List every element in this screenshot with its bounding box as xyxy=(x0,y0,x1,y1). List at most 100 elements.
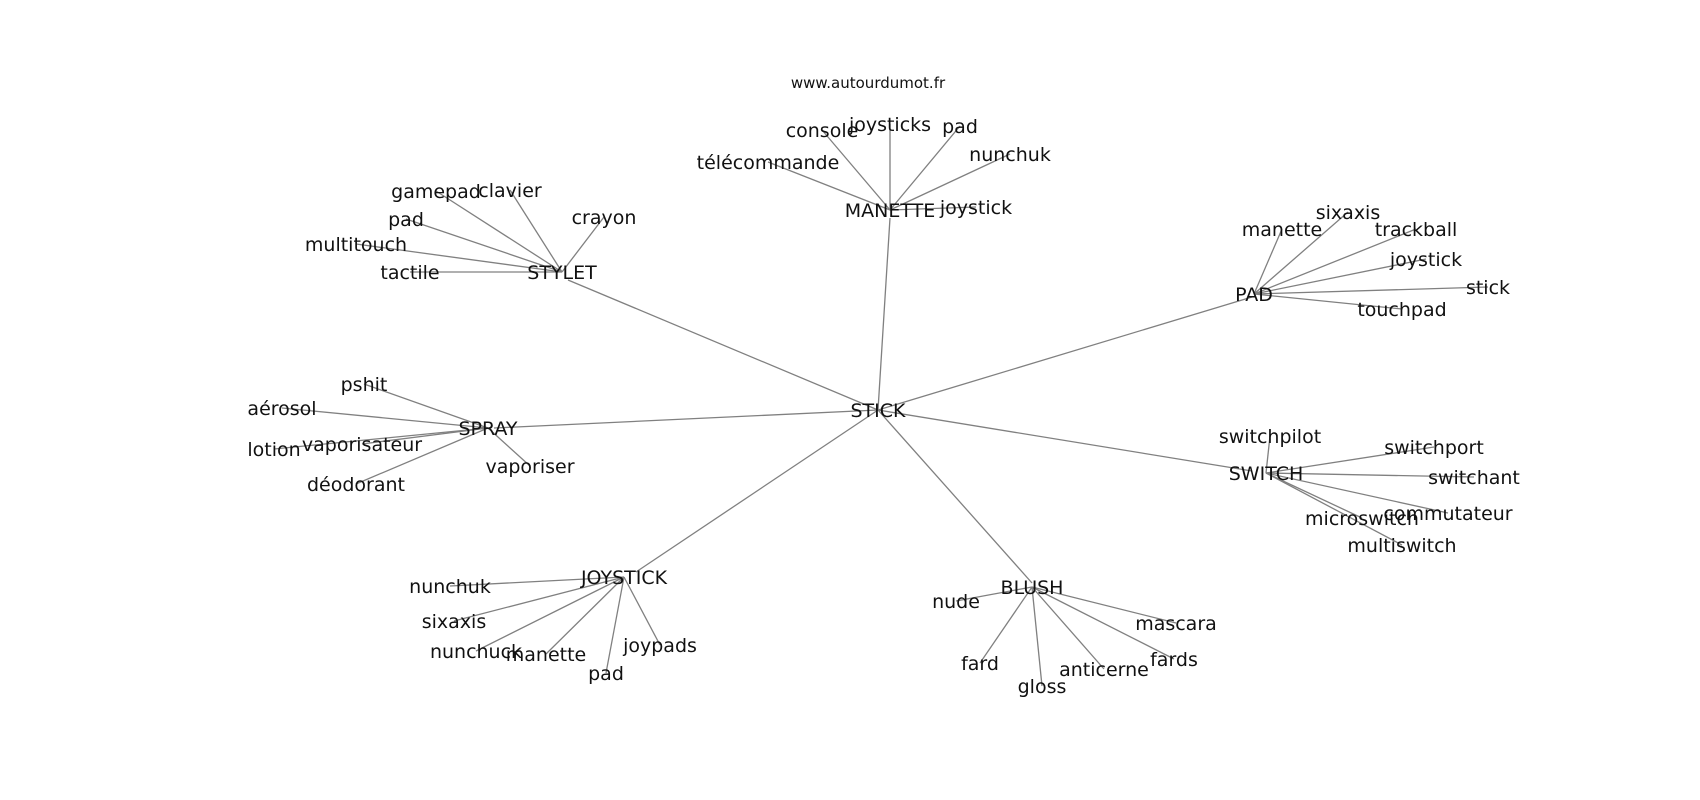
edge-joystick-leaf-4 xyxy=(605,576,625,674)
edge-joystick-leaf-5 xyxy=(623,576,661,646)
edge-pad-leaf-0 xyxy=(1253,228,1283,295)
edge-stick-pad xyxy=(877,296,1253,411)
edges xyxy=(273,124,1489,687)
leaf-node-joystick-4: pad xyxy=(588,663,624,685)
leaf-node-blush-5: gloss xyxy=(1018,676,1067,698)
edge-manette-leaf-5 xyxy=(889,206,977,211)
leaf-node-stylet-1: clavier xyxy=(478,180,542,202)
leaf-node-manette-4: télécommande xyxy=(697,152,840,174)
leaf-node-spray-2: lotion xyxy=(247,439,300,461)
leaf-node-spray-1: aérosol xyxy=(247,398,316,420)
leaf-node-switch-0: switchpilot xyxy=(1219,426,1321,448)
leaf-node-joystick-5: joypads xyxy=(622,635,697,657)
edge-switch-leaf-4 xyxy=(1265,472,1363,519)
edge-joystick-leaf-1 xyxy=(453,576,625,622)
edge-stylet-leaf-1 xyxy=(509,189,563,273)
edge-blush-leaf-4 xyxy=(1031,586,1105,670)
edge-blush-leaf-0 xyxy=(955,586,1033,602)
leaf-node-spray-5: déodorant xyxy=(307,474,405,496)
leaf-node-blush-1: mascara xyxy=(1135,613,1217,635)
leaf-node-blush-3: fard xyxy=(961,653,999,675)
leaf-node-switch-4: microswitch xyxy=(1305,508,1419,530)
leaf-node-blush-4: anticerne xyxy=(1059,659,1149,681)
leaf-node-manette-5: joystick xyxy=(939,197,1012,219)
leaf-node-spray-0: pshit xyxy=(341,374,388,396)
edge-blush-leaf-5 xyxy=(1031,586,1043,687)
edge-manette-leaf-0 xyxy=(821,129,891,211)
edge-blush-leaf-1 xyxy=(1031,586,1177,624)
edge-joystick-leaf-0 xyxy=(449,576,625,587)
center-node-label: STICK xyxy=(851,400,907,422)
edge-pad-leaf-3 xyxy=(1253,258,1427,295)
leaf-node-pad-3: joystick xyxy=(1389,249,1462,271)
leaf-node-joystick-3: manette xyxy=(506,644,586,666)
leaf-node-spray-3: vaporisateur xyxy=(302,434,422,456)
edge-stick-blush xyxy=(877,409,1033,584)
edge-spray-leaf-0 xyxy=(363,383,489,429)
leaf-node-spray-4: vaporiser xyxy=(485,456,574,478)
leaf-node-stylet-0: gamepad xyxy=(391,181,481,203)
leaf-node-pad-1: sixaxis xyxy=(1316,202,1381,224)
leaf-node-pad-2: trackball xyxy=(1375,219,1458,241)
hub-node-spray: SPRAY xyxy=(458,418,517,440)
edge-stylet-leaf-3 xyxy=(405,218,563,273)
leaf-node-manette-0: console xyxy=(786,120,859,142)
leaf-node-switch-1: switchport xyxy=(1384,437,1484,459)
edge-pad-leaf-1 xyxy=(1253,211,1349,295)
leaf-node-stylet-2: crayon xyxy=(572,207,637,229)
leaf-node-manette-1: joysticks xyxy=(848,114,931,136)
hub-node-stylet: STYLET xyxy=(527,262,597,284)
edge-pad-leaf-2 xyxy=(1253,228,1417,295)
edge-manette-leaf-3 xyxy=(889,153,1011,211)
edge-stick-joystick xyxy=(635,409,879,573)
edge-pad-leaf-4 xyxy=(1253,286,1489,295)
leaf-node-switch-5: multiswitch xyxy=(1347,535,1456,557)
edge-joystick-leaf-3 xyxy=(545,576,625,655)
leaf-node-manette-2: pad xyxy=(942,116,978,138)
edge-switch-leaf-2 xyxy=(1265,472,1475,478)
source-label: www.autourdumot.fr xyxy=(791,74,946,92)
leaf-node-switch-2: switchant xyxy=(1428,467,1520,489)
leaf-node-joystick-0: nunchuk xyxy=(409,576,491,598)
edge-switch-leaf-5 xyxy=(1265,472,1403,546)
leaf-node-manette-3: nunchuk xyxy=(969,144,1051,166)
edge-switch-leaf-1 xyxy=(1265,446,1435,474)
hub-node-joystick: JOYSTICK xyxy=(580,567,668,589)
leaf-node-stylet-4: multitouch xyxy=(305,234,407,256)
leaf-node-pad-5: touchpad xyxy=(1357,299,1446,321)
leaf-node-joystick-2: nunchuck xyxy=(430,641,522,663)
leaf-node-switch-3: commutateur xyxy=(1383,503,1512,525)
edge-blush-leaf-3 xyxy=(979,586,1033,664)
edge-stylet-leaf-0 xyxy=(435,190,563,273)
hub-node-pad: PAD xyxy=(1235,284,1273,306)
edge-joystick-leaf-2 xyxy=(475,576,625,652)
leaf-node-joystick-1: sixaxis xyxy=(422,611,487,633)
edge-stick-switch xyxy=(877,409,1253,472)
edge-switch-leaf-0 xyxy=(1265,435,1271,474)
leaf-node-pad-0: manette xyxy=(1242,219,1322,241)
leaf-node-blush-0: nude xyxy=(932,591,980,613)
hub-node-switch: SWITCH xyxy=(1229,463,1304,485)
edge-pad-leaf-5 xyxy=(1253,293,1403,310)
edge-manette-leaf-2 xyxy=(889,125,961,211)
edge-stick-manette xyxy=(877,217,891,411)
edge-spray-leaf-4 xyxy=(487,427,531,467)
edge-stylet-leaf-2 xyxy=(561,216,605,273)
edge-spray-leaf-1 xyxy=(281,407,489,429)
edge-stick-stylet xyxy=(567,279,879,411)
hub-node-blush: BLUSH xyxy=(1001,577,1064,599)
edge-manette-leaf-4 xyxy=(767,161,891,211)
leaf-node-stylet-3: pad xyxy=(388,209,424,231)
edge-spray-leaf-5 xyxy=(355,427,489,485)
leaf-node-blush-2: fards xyxy=(1150,649,1198,671)
labels: www.autourdumot.fr STICKMANETTEconsolejo… xyxy=(247,74,1520,698)
edge-blush-leaf-2 xyxy=(1031,586,1175,660)
hub-node-manette: MANETTE xyxy=(845,200,936,222)
edge-stylet-leaf-4 xyxy=(355,243,563,273)
leaf-node-pad-4: stick xyxy=(1466,277,1510,299)
edge-spray-leaf-2 xyxy=(273,427,489,450)
edge-spray-leaf-3 xyxy=(361,427,489,445)
edge-stick-spray xyxy=(493,409,879,429)
leaf-node-stylet-5: tactile xyxy=(380,262,439,284)
